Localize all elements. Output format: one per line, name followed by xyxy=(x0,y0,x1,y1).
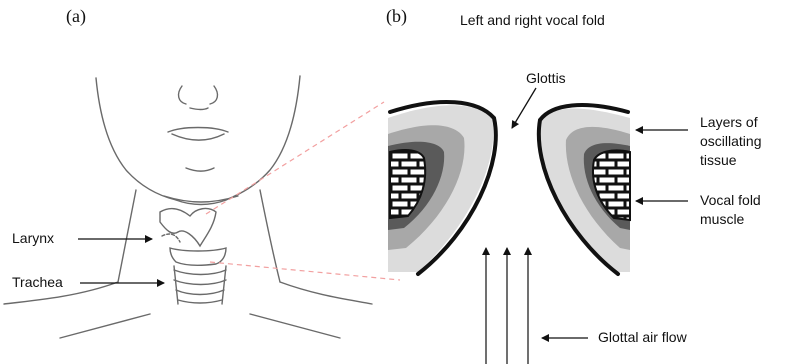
thyroid-cartilage xyxy=(160,209,216,246)
neck-left xyxy=(118,190,136,282)
layers-label-line3: tissue xyxy=(700,152,737,169)
muscle-label-line2: muscle xyxy=(700,211,744,228)
head-neck-sketch xyxy=(4,76,372,338)
glottis-arrow xyxy=(512,88,536,128)
airflow-label: Glottal air flow xyxy=(598,329,687,346)
jaw-line xyxy=(186,168,214,171)
trachea-label: Trachea xyxy=(12,274,63,291)
cricoid-cartilage xyxy=(170,248,226,265)
clavicle-left xyxy=(60,314,150,338)
shoulder-right xyxy=(280,282,372,304)
right-vocal-fold xyxy=(539,105,630,274)
hyoid xyxy=(164,196,238,202)
face-right-contour xyxy=(226,76,300,200)
air-flow-arrows xyxy=(486,248,528,364)
zoom-lines xyxy=(206,102,400,280)
zoom-line-top xyxy=(206,102,384,214)
panel-a-tag: (a) xyxy=(66,8,86,25)
panel-b-tag: (b) xyxy=(386,8,407,25)
larynx-cartilage-dashed xyxy=(162,234,180,242)
nose xyxy=(179,86,218,110)
zoom-line-bottom xyxy=(210,262,400,280)
face-left-contour xyxy=(96,78,176,200)
mouth xyxy=(168,128,228,141)
larynx-label: Larynx xyxy=(12,230,54,247)
clavicle-right xyxy=(250,314,340,338)
left-vocal-fold xyxy=(388,102,496,274)
layers-label-line2: oscillating xyxy=(700,133,761,150)
panel-b-title: Left and right vocal fold xyxy=(460,12,605,29)
glottis-label: Glottis xyxy=(526,70,566,87)
muscle-label-line1: Vocal fold xyxy=(700,192,761,209)
trachea-rings xyxy=(174,270,226,303)
layers-label-line1: Layers of xyxy=(700,114,758,131)
